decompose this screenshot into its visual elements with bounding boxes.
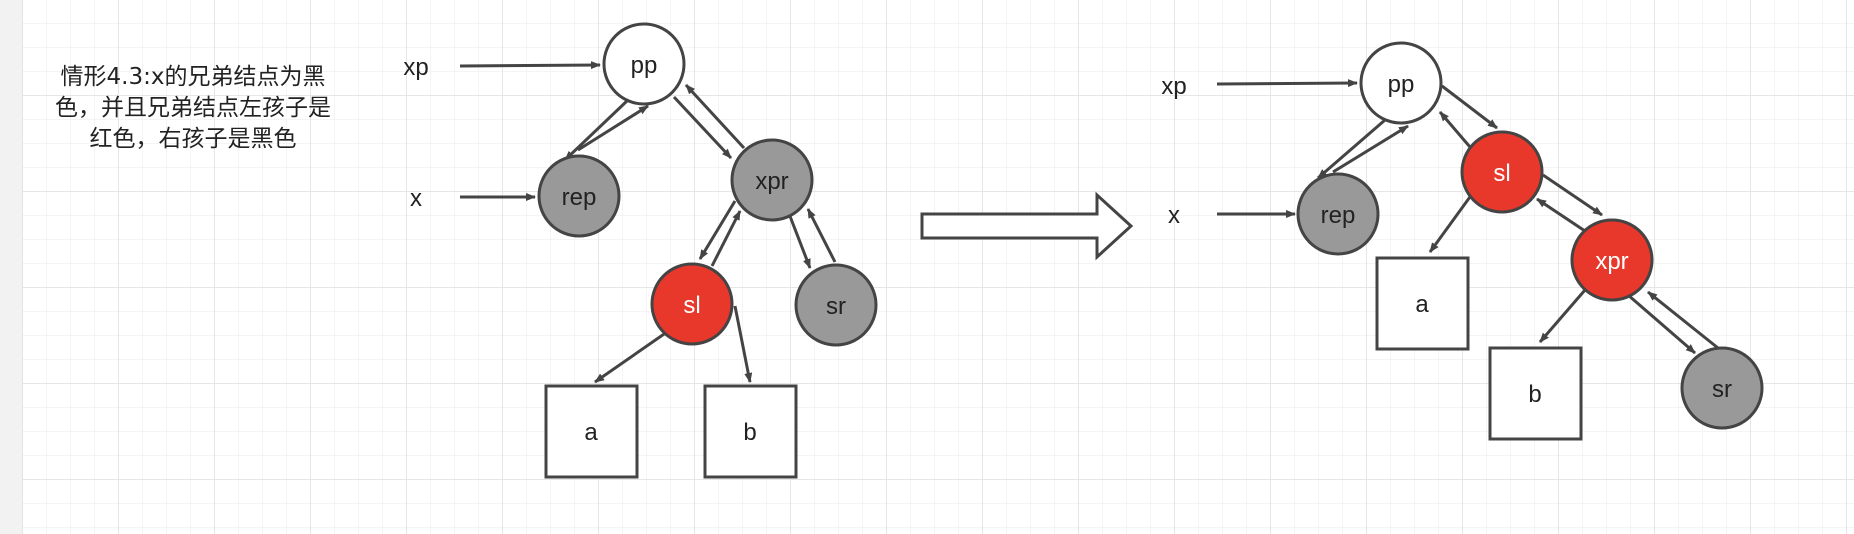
node-pp-label: pp <box>631 52 658 79</box>
edge-sl-pp-after <box>1438 111 1472 148</box>
diagram-canvas <box>23 0 1854 534</box>
hollow-right-arrow-icon <box>920 191 1134 261</box>
node-sl: sl <box>650 262 734 346</box>
node-rep-label: rep <box>562 184 597 211</box>
edge-sr-xpr-after <box>1647 290 1719 350</box>
node-pp-after: pp <box>1359 41 1443 125</box>
edge-sl-b <box>733 305 753 383</box>
left-gutter <box>0 0 23 534</box>
x-label: x <box>410 185 422 212</box>
node-xpr-label: xpr <box>755 168 788 195</box>
node-b-label: b <box>743 419 756 446</box>
node-b-after: b <box>1488 346 1583 441</box>
x-label-after: x <box>1168 202 1180 229</box>
before-tree: xp x pp rep xpr sl sr a b <box>403 22 878 479</box>
caption-line-3: 红色，右孩子是黑色 <box>89 126 297 152</box>
edge-rep-pp <box>577 104 649 152</box>
node-sr-after-label: sr <box>1712 376 1732 403</box>
edge-xpr-b-after <box>1538 289 1587 343</box>
edge-xpr-sl <box>698 200 737 260</box>
node-sl-after-label: sl <box>1493 160 1510 187</box>
node-pp-after-label: pp <box>1388 71 1415 98</box>
edge-pp-xpr <box>672 95 733 160</box>
node-xpr-after: xpr <box>1570 218 1654 302</box>
edge-sl-xpr <box>710 210 742 267</box>
xp-pointer-arrow <box>459 61 601 70</box>
node-sr-label: sr <box>826 293 846 320</box>
node-b-after-label: b <box>1528 381 1541 408</box>
case-caption: 情形4.3:x的兄弟结点为黑 色，并且兄弟结点左孩子是 红色，右孩子是黑色 <box>28 62 358 155</box>
edge-xpr-sl-after <box>1536 197 1586 233</box>
edge-pp-rep <box>563 98 630 162</box>
node-sr-after: sr <box>1680 346 1764 430</box>
xp-pointer-arrow-after <box>1216 79 1358 88</box>
node-a-after: a <box>1375 256 1470 351</box>
node-pp: pp <box>602 22 686 106</box>
edge-sr-xpr <box>806 208 837 263</box>
edge-sl-a <box>594 330 668 384</box>
node-b: b <box>703 384 798 479</box>
edge-xpr-pp <box>684 83 746 150</box>
node-a-label: a <box>584 419 598 446</box>
edge-xpr-sr-after <box>1627 293 1696 355</box>
edge-rep-pp-after <box>1332 124 1409 174</box>
node-a-after-label: a <box>1415 291 1429 318</box>
edge-pp-rep-after <box>1317 118 1386 180</box>
edge-sl-xpr-after <box>1542 173 1603 217</box>
caption-line-1: 情形4.3:x的兄弟结点为黑 <box>60 64 326 90</box>
edge-pp-sl-after <box>1441 84 1498 130</box>
node-xpr-after-label: xpr <box>1595 248 1628 275</box>
xp-label-after: xp <box>1161 73 1186 100</box>
edge-sl-a-after <box>1428 189 1477 253</box>
node-sl-label: sl <box>683 292 700 319</box>
caption-line-2: 色，并且兄弟结点左孩子是 <box>55 95 331 121</box>
node-sr: sr <box>794 263 878 347</box>
node-rep-after-label: rep <box>1321 202 1356 229</box>
node-rep: rep <box>537 154 621 238</box>
edge-xpr-sr <box>786 210 812 269</box>
xp-label: xp <box>403 54 428 81</box>
node-a: a <box>544 384 639 479</box>
node-sl-after: sl <box>1460 130 1544 214</box>
node-rep-after: rep <box>1296 172 1380 256</box>
after-tree: xp x pp rep sl xpr sr a b <box>1161 41 1764 441</box>
node-xpr: xpr <box>730 138 814 222</box>
